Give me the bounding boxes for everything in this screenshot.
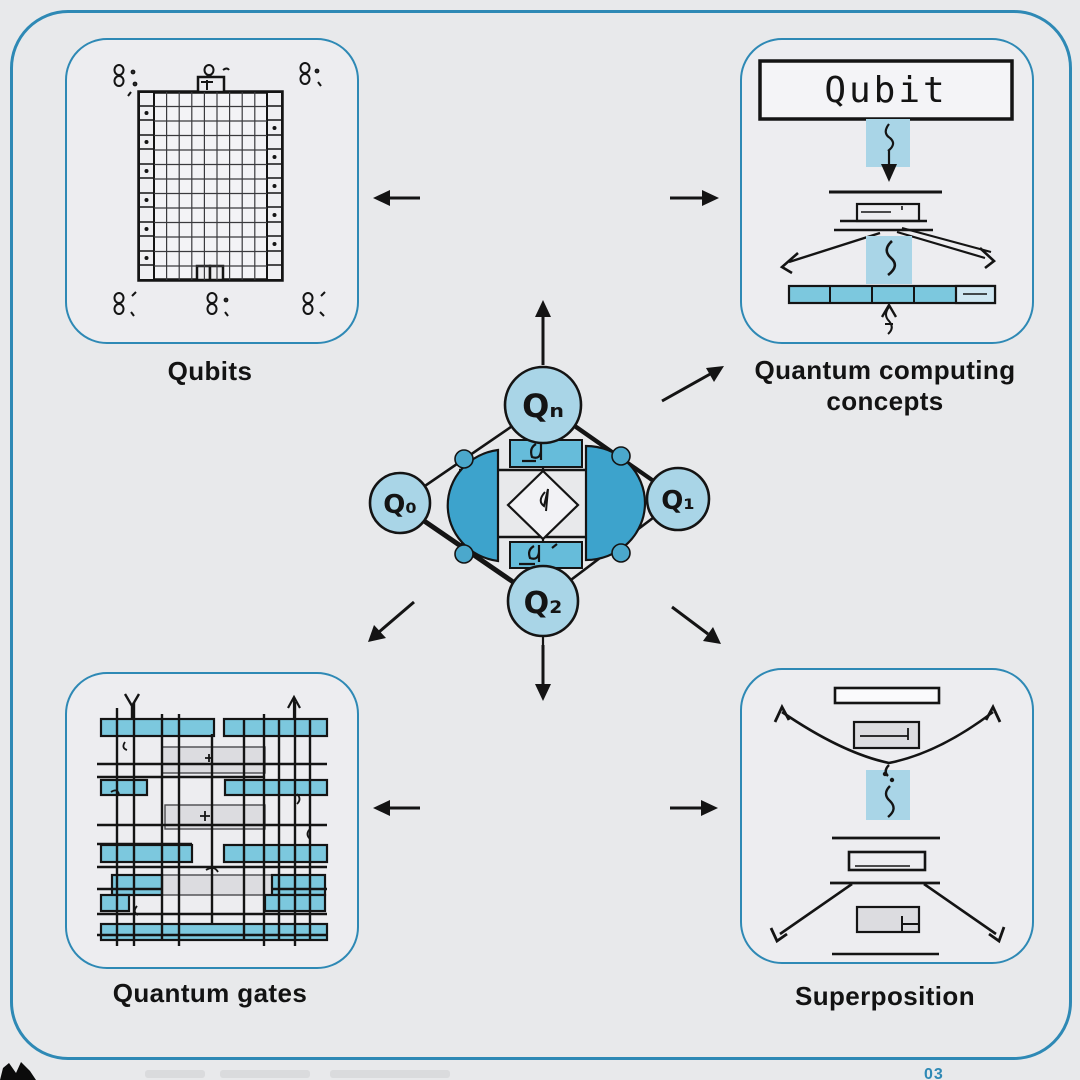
chip-outline (137, 90, 284, 282)
qubit-array-illustration (113, 62, 326, 317)
panel-qubits (65, 38, 359, 344)
center-node-left-label: Q₀ (383, 490, 417, 520)
qubit-grid-lines (154, 92, 267, 280)
footer-mark: 03 (924, 1066, 944, 1080)
caption-superposition: Superposition (795, 981, 975, 1011)
panel-gates (65, 672, 359, 969)
register-bar (787, 284, 997, 305)
caption-concepts-line2: concepts (826, 386, 944, 416)
gate-marks (110, 741, 311, 916)
arrow-down-left-icon (368, 600, 415, 642)
arrow-to-gates-icon (373, 800, 420, 816)
caption-concepts: Quantum computing concepts (740, 355, 1030, 417)
arrow-down-icon (881, 164, 897, 182)
footer-smudge (330, 1070, 450, 1078)
chip-top-notch (196, 75, 226, 94)
center-node-bottom-label: Q₂ (524, 586, 563, 621)
center-node-left (368, 471, 432, 535)
chip-side-cells (138, 91, 283, 281)
concepts-flow-illustration: Qubit (758, 59, 1014, 335)
qubit-label-box (758, 59, 1014, 121)
footer-logo-icon (0, 1062, 36, 1080)
caption-gates: Quantum gates (112, 978, 308, 1008)
arrow-up-right-icon (984, 703, 1002, 723)
gate-circuit-illustration (97, 693, 329, 946)
arrow-up-icon (535, 300, 551, 365)
state-band (866, 770, 910, 820)
arrow-up-right-icon (661, 366, 724, 403)
footer-smudge (220, 1070, 310, 1078)
qubit-nodes: Qₙ Q₀ Q₁ Q₂ (368, 365, 711, 638)
arrow-down-right-icon (988, 926, 1006, 944)
panel-superposition (740, 668, 1034, 964)
footer-smudge (145, 1070, 205, 1078)
connector-arrows (368, 190, 724, 816)
center-node-right (645, 466, 711, 532)
arrow-down-left-icon (769, 927, 788, 944)
circuit-columns (115, 702, 312, 946)
arrow-to-concepts-icon (670, 190, 719, 206)
qubit-box-label: Qubit (824, 70, 947, 111)
outer-frame-border (10, 10, 1072, 1060)
center-node-top (503, 365, 583, 445)
arrow-up-icon (880, 302, 898, 318)
top-bar (833, 686, 941, 705)
arrow-to-qubits-icon (373, 190, 420, 206)
lens-left (446, 448, 500, 563)
center-node-right-label: Q₁ (661, 486, 695, 516)
arrow-up-left-icon (773, 703, 791, 723)
superposition-illustration (769, 686, 1006, 956)
center-node-top-label: Qₙ (522, 387, 564, 425)
arrow-to-superposition-icon (670, 800, 718, 816)
entangler-internals (446, 428, 647, 648)
panel-concepts: Qubit (740, 38, 1034, 344)
caption-concepts-line1: Quantum computing (754, 355, 1016, 385)
arrow-down-right-icon (671, 605, 721, 644)
caption-qubits: Qubits (167, 356, 253, 386)
arrow-left-icon (779, 252, 799, 275)
arrow-right-icon (979, 247, 997, 270)
center-node-bottom (506, 564, 580, 638)
lower-gate-box (855, 905, 921, 934)
arrow-down-icon (535, 645, 551, 701)
